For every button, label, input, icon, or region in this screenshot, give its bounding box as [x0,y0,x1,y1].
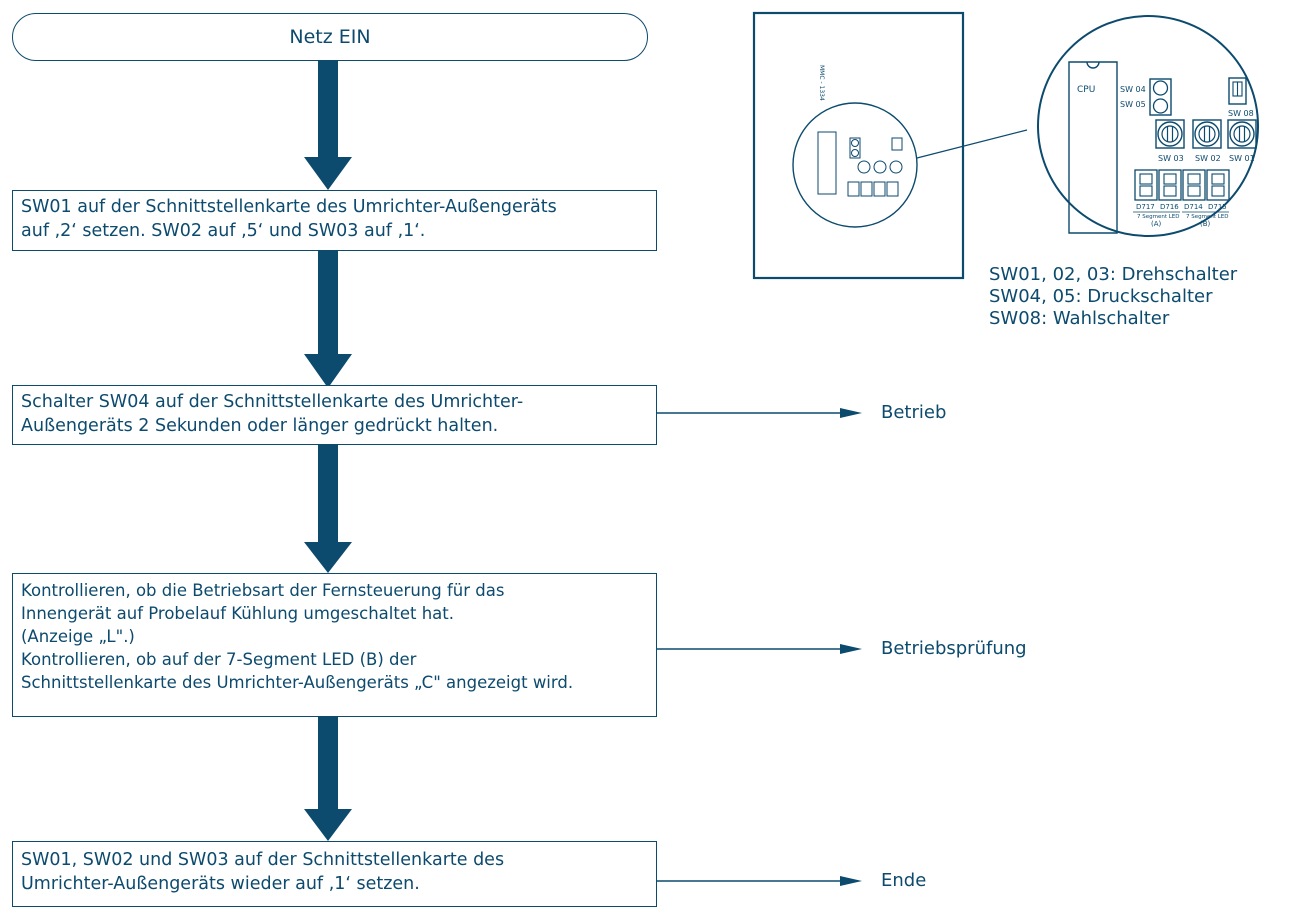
flow-arrow-1 [304,61,352,190]
step-2-line-2: Außengeräts 2 Sekunden oder länger gedrü… [21,416,499,436]
step-3-line-4: Kontrollieren, ob auf der 7-Segment LED … [21,650,417,669]
sw04-label: SW 04 [1120,85,1146,94]
outcome-arrow-betrieb [657,408,862,418]
step-4-line-1: SW01, SW02 und SW03 auf der Schnittstell… [21,850,505,870]
push-switch-sw04-sw05 [1149,78,1172,116]
step-1-line-2: auf ‚2‘ setzen. SW02 auf ‚5‘ und SW03 au… [21,221,426,241]
led-group-a-label: (A) [1151,220,1162,228]
board-detail-circle-large [1037,15,1259,237]
led-group-a-title: 7 Segment LED [1137,214,1180,220]
outcome-betriebspruefung: Betriebsprüfung [881,638,1027,659]
led-label-1: D717 [1136,203,1155,211]
process-step-4: SW01, SW02 und SW03 auf der Schnittstell… [12,841,657,907]
outcome-arrow-ende [657,876,862,886]
step-1-line-1: SW01 auf der Schnittstellenkarte des Umr… [21,197,557,217]
board-illustration: MMC - 1334 CPU SW 04 SW 05 [752,11,1259,280]
led-label-2: D716 [1160,203,1179,211]
outcome-betrieb: Betrieb [881,402,947,423]
sw08-label: SW 08 [1228,109,1254,118]
outcome-arrow-betriebspruefung [657,644,862,654]
sw03-label: SW 03 [1158,154,1184,163]
step-2-line-1: Schalter SW04 auf der Schnittstellenkart… [21,392,524,412]
outcome-ende: Ende [881,870,927,891]
legend-selector: SW08: Wahlschalter [989,308,1170,329]
step-3-line-5: Schnittstellenkarte des Umrichter-Außeng… [21,673,574,692]
step-3-line-3: (Anzeige „L".) [21,627,135,646]
sw01-label: SW 01 [1229,154,1255,163]
step-3-line-1: Kontrollieren, ob die Betriebsart der Fe… [21,581,505,600]
board-detail-circle-small [792,102,918,228]
step-3-line-2: Innengerät auf Probelauf Kühlung umgesch… [21,604,454,623]
process-step-3: Kontrollieren, ob die Betriebsart der Fe… [12,573,657,717]
sw02-label: SW 02 [1195,154,1221,163]
legend-push: SW04, 05: Druckschalter [989,286,1213,307]
switch-legend: SW01, 02, 03: Drehschalter SW04, 05: Dru… [989,264,1237,330]
start-terminator: Netz EIN [12,13,648,61]
start-label: Netz EIN [289,26,371,48]
flow-arrow-3 [304,445,352,573]
process-step-1: SW01 auf der Schnittstellenkarte des Umr… [12,190,657,251]
selector-switch-sw08 [1228,77,1247,105]
cpu-label: CPU [1077,85,1095,95]
led-label-3: D714 [1184,203,1203,211]
process-step-2: Schalter SW04 auf der Schnittstellenkart… [12,385,657,445]
board-model-label: MMC - 1334 [818,65,825,101]
legend-rotary: SW01, 02, 03: Drehschalter [989,264,1238,285]
board-outline [752,11,965,280]
led-group-b-label: (B) [1200,220,1211,228]
flow-arrow-2 [304,251,352,388]
step-4-line-2: Umrichter-Außengeräts wieder auf ‚1‘ set… [21,874,420,894]
cpu-chip [1068,61,1118,234]
led-label-4: D715 [1208,203,1227,211]
led-group-b-title: 7 Segment LED [1186,214,1229,220]
flow-arrow-4 [304,717,352,841]
sw05-label: SW 05 [1120,100,1146,109]
